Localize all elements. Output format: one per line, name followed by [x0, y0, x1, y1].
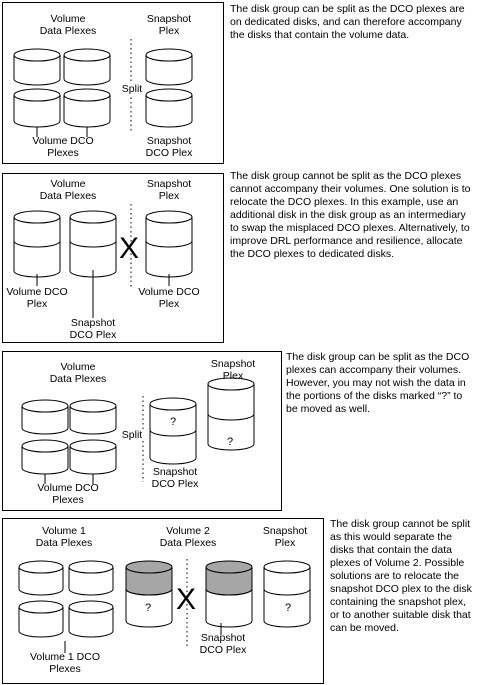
disk-icon	[18, 560, 64, 596]
unknown-data-icon: ?	[169, 416, 177, 428]
disk-icon	[145, 88, 193, 128]
volume2-data-plexes-label: Volume 2 Data Plexes	[159, 525, 217, 549]
volume-data-plexes-label: Volume Data Plexes	[49, 361, 107, 385]
disk-icon	[69, 399, 117, 435]
unknown-data-icon: ?	[284, 602, 292, 614]
disk-icon	[69, 439, 117, 475]
panel-1-drawing	[13, 39, 193, 137]
snapshot-plex-label: Snapshot Plex	[146, 13, 192, 37]
diagram-panel-3: Volume Data Plexes Snapshot Plex Split ?…	[2, 351, 282, 511]
diagram-panel-4: Volume 1 Data Plexes Volume 2 Data Plexe…	[2, 518, 324, 684]
volume-data-plexes-label: Volume Data Plexes	[39, 13, 97, 37]
snapshot-dco-plex-label: Snapshot DCO Plex	[69, 317, 117, 341]
disk-icon	[207, 377, 255, 451]
disk-icon	[13, 210, 61, 278]
disk-icon	[149, 397, 197, 465]
x-mark-icon: X	[119, 232, 140, 265]
volume-dco-plexes-label: Volume DCO Plexes	[32, 135, 94, 159]
disk-icon	[13, 88, 61, 128]
unknown-data-icon: ?	[144, 602, 152, 614]
disk-icon	[69, 210, 117, 278]
panel-3-disks	[21, 377, 255, 475]
volume-data-plexes-label: Volume Data Plexes	[39, 178, 97, 202]
panel-2-disks	[13, 210, 193, 278]
panel-4-drawing	[18, 559, 311, 653]
panel-1-disks	[13, 48, 193, 128]
volume1-dco-plexes-label: Volume 1 DCO Plexes	[29, 651, 101, 675]
snapshot-plex-label: Snapshot Plex	[210, 358, 256, 382]
disk-icon	[21, 399, 69, 435]
panel-4-description: The disk group cannot be split as this w…	[330, 518, 472, 634]
split-label: Split	[119, 83, 145, 95]
disk-icon	[63, 48, 111, 86]
disk-icon	[263, 560, 311, 628]
volume-dco-plex-label-left: Volume DCO Plex	[6, 286, 68, 310]
disk-icon	[63, 88, 111, 128]
disk-icon	[18, 600, 64, 638]
volume-dco-plex-label-right: Volume DCO Plex	[138, 286, 200, 310]
diagram-panel-1: Volume Data Plexes Snapshot Plex Split V…	[2, 2, 224, 164]
disk-icon	[13, 48, 61, 86]
snapshot-dco-plex-label: Snapshot DCO Plex	[199, 632, 247, 656]
panel-3-description: The disk group can be split as the DCO p…	[286, 351, 470, 415]
diagram-panel-2: Volume Data Plexes Snapshot Plex X Volum…	[2, 173, 224, 343]
disk-icon	[145, 210, 193, 278]
panel-1-description: The disk group can be split as the DCO p…	[230, 3, 465, 41]
panel-2-description: The disk group cannot be split as the DC…	[230, 170, 471, 260]
disk-icon	[68, 600, 114, 638]
panel-2-drawing	[13, 204, 193, 318]
snapshot-plex-label: Snapshot Plex	[146, 178, 192, 202]
snapshot-dco-plex-label: Snapshot DCO Plex	[151, 466, 199, 490]
x-mark-icon: X	[176, 583, 197, 616]
disk-icon	[21, 439, 69, 475]
volume-dco-plexes-label: Volume DCO Plexes	[37, 482, 99, 506]
unknown-data-icon: ?	[226, 436, 234, 448]
split-label: Split	[117, 429, 147, 441]
panel-4-disks	[18, 560, 311, 638]
disk-icon	[145, 48, 193, 86]
disk-icon	[125, 560, 173, 628]
volume1-data-plexes-label: Volume 1 Data Plexes	[35, 525, 93, 549]
panel-3-drawing	[21, 377, 255, 484]
snapshot-dco-plex-label: Snapshot DCO Plex	[145, 135, 193, 159]
snapshot-plex-label: Snapshot Plex	[262, 525, 308, 549]
disk-icon	[205, 560, 253, 628]
disk-icon	[68, 560, 114, 596]
